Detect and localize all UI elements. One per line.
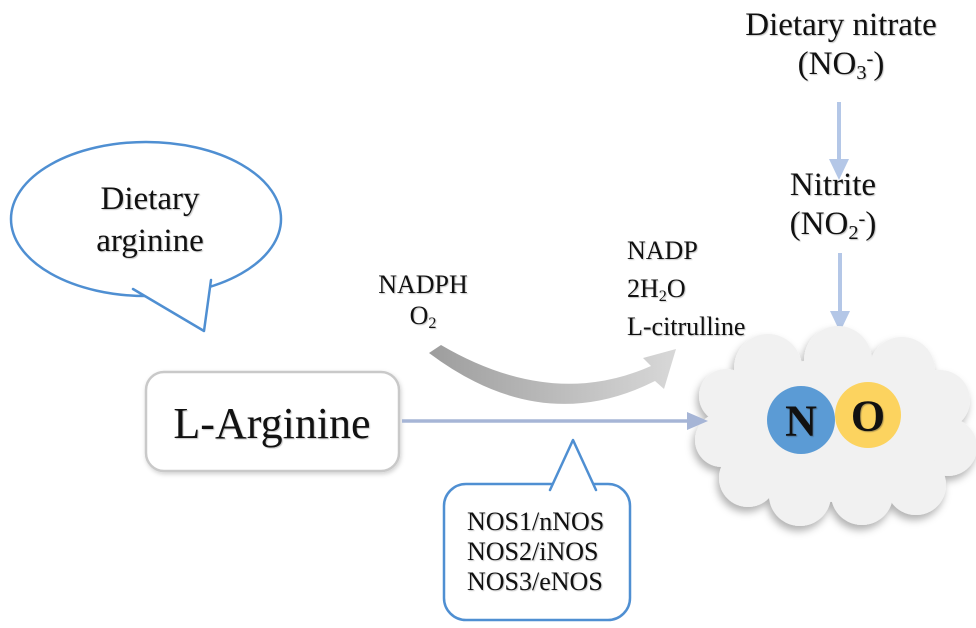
dietary-nitrate-line: Dietary nitrate [745,7,937,43]
arrow-nitrite-to-no-icon [830,253,850,332]
oxygen-circle [835,382,901,448]
nitrogen-circle [767,386,835,454]
nitrite-line: Nitrite [789,167,877,203]
nitrite-formula: (NO2-) [789,205,877,245]
nos-speech-bubble-shape [442,438,632,622]
arrow-cofactors-swoosh-icon [429,345,676,404]
nitrogen-letter: N [785,396,817,446]
water-formula: 2H2O [627,273,686,305]
dietary-arginine-label: Dietary arginine [96,181,204,260]
larginine-box-shape [144,370,401,473]
arrow-larginine-to-no-icon [402,412,708,430]
dietary-nitrate-label: Dietary nitrate (NO3-) [745,6,937,85]
oxygen-letter: O [850,391,886,441]
products-label: NADP 2H2O L-citrulline [627,236,746,342]
arginine-speech-bubble-shape [9,140,283,333]
nitrate-formula: (NO3-) [797,45,885,85]
no-cloud-shape [695,326,976,526]
nitrite-label: Nitrite (NO2-) [790,166,877,245]
cofactors-label: NADPH O2 [378,270,468,332]
o2-formula: O2 [409,300,437,332]
larginine-label: L-Arginine [173,399,371,448]
arrow-nitrate-to-nitrite-icon [829,102,849,180]
nos-enzymes-label: NOS1/nNOS NOS2/iNOS NOS3/eNOS [467,507,605,597]
